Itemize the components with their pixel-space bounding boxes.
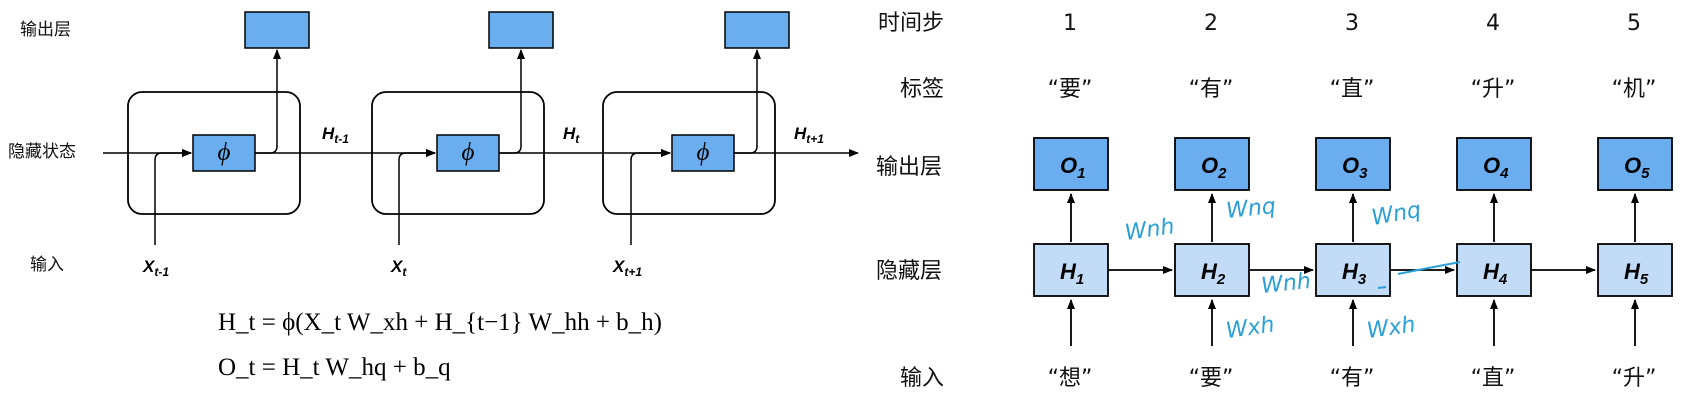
hidden-state-label: Ht-1 <box>322 124 349 146</box>
output-box <box>488 11 554 49</box>
handwritten-note: Wnh <box>1260 269 1312 299</box>
arrow-to-output <box>499 49 525 154</box>
equation-output: O_t = H_t W_hq + b_q <box>218 354 451 381</box>
time-step-2: 2 “有” O2 H2 “要” <box>1174 11 1250 391</box>
right-rnn-unrolled: 时间步 标签 输出层 隐藏层 输入 1 “要” O1 H1 “想” 2 “有” … <box>876 11 1673 391</box>
hidden-node <box>1456 243 1532 297</box>
right-label-input: 输入 <box>900 366 944 391</box>
phi-symbol: ϕ <box>218 139 231 166</box>
time-step-1: 1 “要” O1 H1 “想” <box>1033 11 1109 391</box>
target-label: “直” <box>1330 77 1375 102</box>
handwritten-stroke <box>1397 261 1461 275</box>
input-token: “想” <box>1048 366 1093 391</box>
handwritten-note: Wxh <box>1365 312 1417 344</box>
left-label-output: 输出层 <box>20 20 71 40</box>
target-label: “升” <box>1471 77 1516 102</box>
hidden-node <box>1174 243 1250 297</box>
arrow-input <box>154 149 192 245</box>
hidden-node-label: H1 <box>1060 259 1084 288</box>
handwritten-note: Wxh <box>1224 312 1276 344</box>
right-label-tag: 标签 <box>900 77 944 102</box>
arrow-input <box>398 149 436 245</box>
output-node-label: O3 <box>1342 153 1368 182</box>
rnn-cell-1: ϕ Xt-1 <box>127 11 310 279</box>
input-token: “要” <box>1189 366 1234 391</box>
arrow-input <box>630 149 671 245</box>
hidden-state-label: Ht+1 <box>794 124 824 146</box>
hidden-node <box>1033 243 1109 297</box>
output-node-label: O2 <box>1201 153 1227 182</box>
left-label-input: 输入 <box>30 255 64 275</box>
target-label: “机” <box>1612 77 1657 102</box>
input-token: “升” <box>1612 366 1657 391</box>
output-node <box>1315 137 1391 191</box>
hidden-node-label: H5 <box>1624 259 1649 288</box>
phi-symbol: ϕ <box>697 139 710 166</box>
equation-hidden-state: H_t = ϕ(X_t W_xh + H_{t−1} W_hh + b_h) <box>218 309 662 336</box>
target-label: “要” <box>1048 77 1093 102</box>
input-label: Xt <box>390 257 407 279</box>
phi-box <box>436 134 500 172</box>
input-label: Xt-1 <box>142 257 169 279</box>
output-node-label: O5 <box>1624 153 1650 182</box>
time-index: 2 <box>1204 11 1218 36</box>
hidden-state-label: Ht <box>563 124 580 146</box>
left-label-hidden: 隐藏状态 <box>8 142 76 162</box>
phi-symbol: ϕ <box>462 139 475 166</box>
output-node <box>1597 137 1673 191</box>
right-label-hidden: 隐藏层 <box>876 259 942 284</box>
right-label-output: 输出层 <box>876 155 942 180</box>
handwritten-note: Wnh <box>1123 214 1176 246</box>
input-token: “直” <box>1471 366 1516 391</box>
target-label: “有” <box>1189 77 1234 102</box>
hidden-node-label: H3 <box>1342 259 1367 288</box>
arrow-to-output <box>734 49 761 154</box>
time-index: 4 <box>1486 11 1500 36</box>
arrow-to-output <box>255 49 281 154</box>
output-node <box>1033 137 1109 191</box>
handwritten-note: Wnq <box>1225 194 1277 224</box>
time-index: 3 <box>1345 11 1359 36</box>
hidden-node-label: H4 <box>1483 259 1508 288</box>
output-node <box>1174 137 1250 191</box>
input-token: “有” <box>1330 366 1375 391</box>
output-node-label: O4 <box>1483 153 1509 182</box>
output-node <box>1456 137 1532 191</box>
handwritten-note: Wnq <box>1370 198 1423 231</box>
rnn-cell-3: ϕ Xt+1 <box>602 11 790 279</box>
right-label-time: 时间步 <box>878 11 944 36</box>
phi-box <box>192 134 256 172</box>
handwritten-annotations: Wnh Wnq Wnq Wnh Wxh Wxh <box>1123 194 1461 344</box>
time-step-4: 4 “升” O4 H4 “直” <box>1456 11 1532 391</box>
hidden-node-label: H2 <box>1201 259 1226 288</box>
rnn-cell-2: ϕ Xt <box>371 11 554 279</box>
input-label: Xt+1 <box>612 257 642 279</box>
output-box <box>724 11 790 49</box>
phi-box <box>671 134 735 172</box>
time-step-3: 3 “直” O3 H3 “有” <box>1315 11 1391 391</box>
output-node-label: O1 <box>1060 153 1085 182</box>
output-box <box>244 11 310 49</box>
hidden-node <box>1597 243 1673 297</box>
time-index: 1 <box>1063 11 1077 36</box>
time-index: 5 <box>1627 11 1641 36</box>
handwritten-stroke <box>1377 286 1387 289</box>
left-rnn-diagram: 输出层 隐藏状态 输入 ϕ Xt-1 ϕ Xt ϕ <box>8 11 859 381</box>
time-step-5: 5 “机” O5 H5 “升” <box>1597 11 1673 391</box>
